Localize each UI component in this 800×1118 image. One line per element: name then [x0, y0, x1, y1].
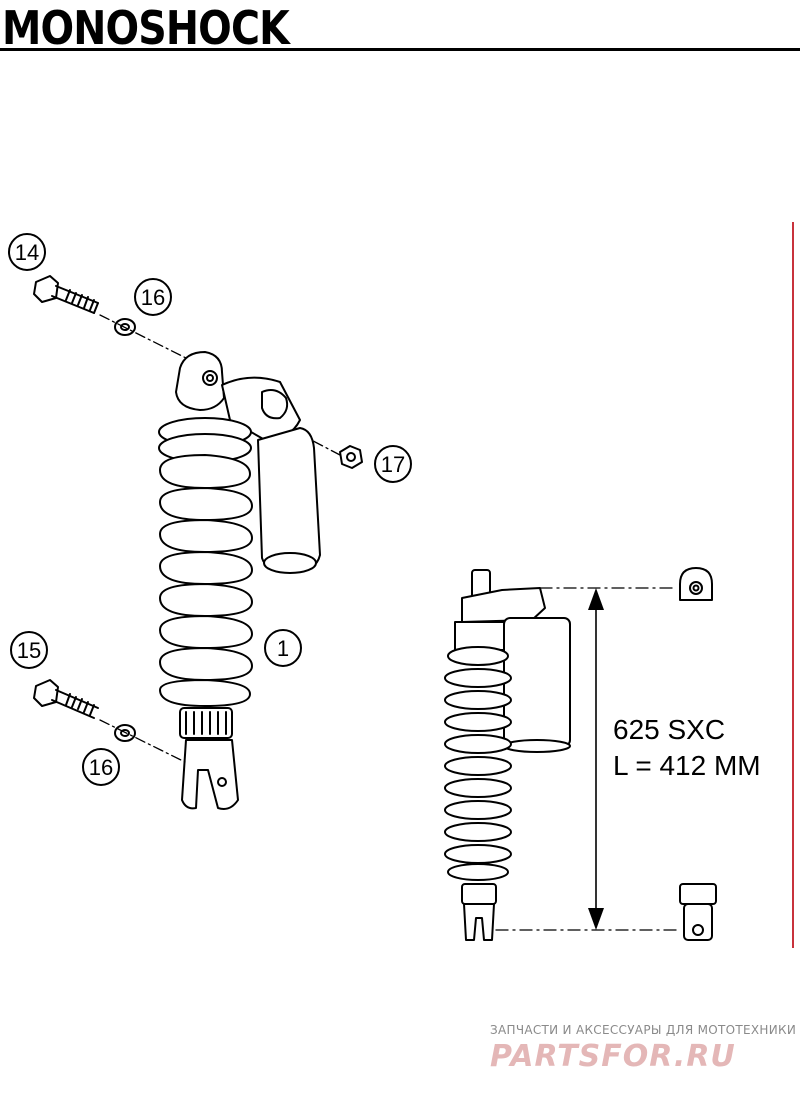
page-title: MONOSHOCK: [2, 1, 290, 55]
reservoir: [257, 427, 321, 574]
callout-14-circle: [8, 233, 46, 271]
dimension-arrow-bottom: [588, 908, 604, 930]
watermark-logo: PARTSFOR.RU: [490, 1039, 736, 1072]
callout-14: 14: [15, 240, 39, 265]
callout-17: 17: [381, 452, 405, 477]
shock-bottom-mount: [179, 707, 239, 810]
nut: [339, 445, 363, 469]
spring-seat-top: [158, 417, 252, 463]
callout-16-bottom: 16: [89, 755, 113, 780]
title-underline: [0, 48, 800, 51]
watermark-tagline: ЗАПЧАСТИ И АКСЕССУАРЫ ДЛЯ МОТОТЕХНИКИ: [490, 1023, 797, 1037]
callout-16-bottom-circle: [82, 748, 120, 786]
bottom-clevis-detail: [679, 883, 717, 941]
spec-length: L = 412 MM: [613, 750, 761, 781]
coil-spring: [159, 454, 253, 707]
watermark-logo-text: PARTSFOR.RU: [490, 1039, 736, 1072]
callout-1: 1: [277, 636, 289, 661]
top-eye-detail: [679, 567, 713, 601]
spec-model: 625 SXC: [613, 714, 726, 745]
assembled-shock: [444, 569, 571, 941]
shock-length-spec: 625 SXC L = 412 MM: [613, 712, 761, 784]
callout-15-circle: [10, 631, 48, 669]
callout-16-top: 16: [141, 285, 165, 310]
callout-17-circle: [374, 445, 412, 483]
bolt-bottom: [33, 679, 99, 719]
bolt-top: [33, 275, 99, 314]
callout-15: 15: [17, 638, 41, 663]
page-edge-line: [792, 222, 794, 948]
dimension-arrow-top: [588, 588, 604, 610]
callout-16-top-circle: [134, 278, 172, 316]
callout-1-circle: [264, 629, 302, 667]
